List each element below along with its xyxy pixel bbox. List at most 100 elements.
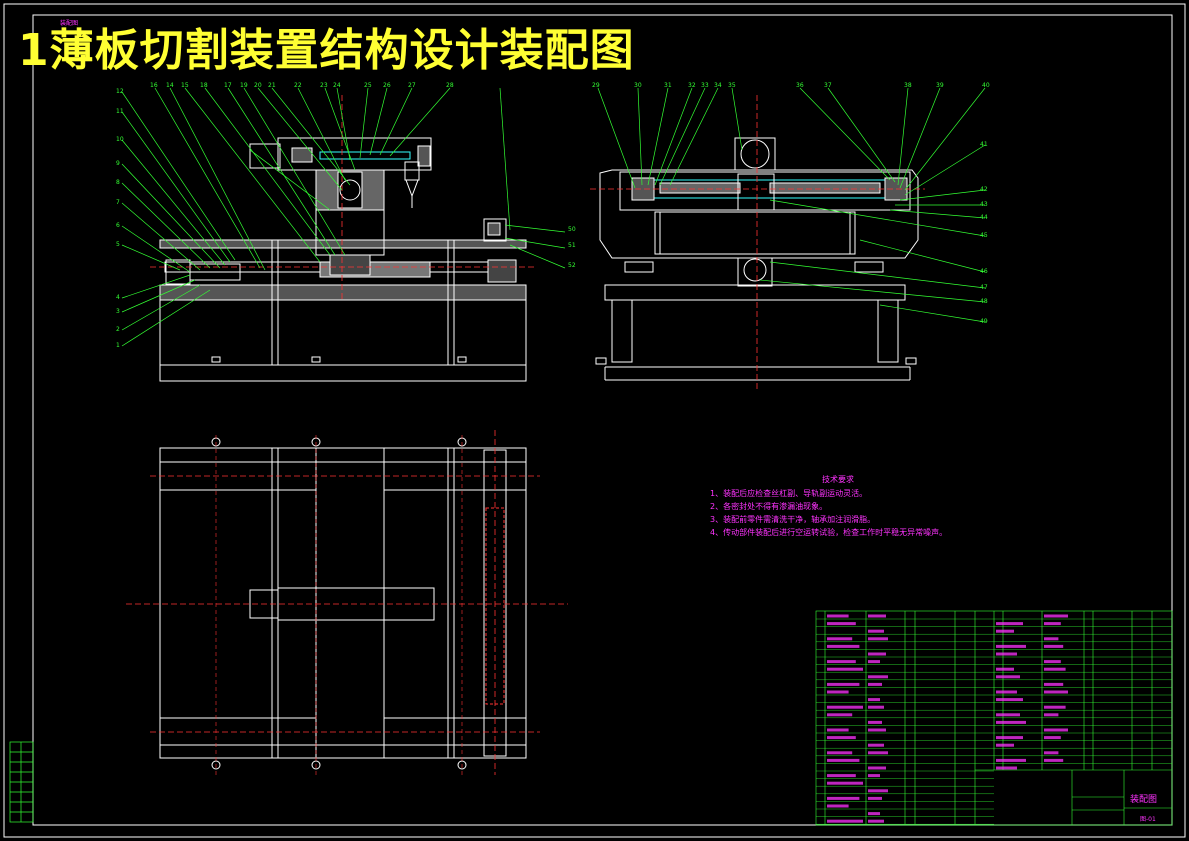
parts-cell-text [868,629,884,633]
callout-number: 5 [116,241,120,248]
callout-number: 44 [980,214,988,221]
callout-number: 15 [181,82,189,89]
parts-cell-text [827,781,863,785]
callout-number: 39 [936,82,944,89]
parts-cell-text [996,675,1020,679]
callout-number: 31 [664,82,672,89]
parts-cell-text [996,622,1023,626]
parts-cell-text [827,682,860,686]
parts-list-cells [827,614,1068,823]
parts-cell-text [868,766,886,770]
parts-cell-text [1044,690,1068,694]
callout-number: 8 [116,179,120,186]
parts-cell-text [868,652,886,656]
parts-cell-text [827,667,863,671]
callout-number: 10 [116,136,124,143]
callout-number: 14 [166,82,174,89]
title-block-name: 装配图 [1130,795,1158,805]
callout-number: 20 [254,82,262,89]
callout-number: 51 [568,242,576,249]
callout-number: 46 [980,268,988,275]
parts-cell-text [827,819,863,823]
callout-number: 1 [116,342,120,349]
parts-cell-text [827,637,853,641]
callout-number: 29 [592,82,600,89]
parts-cell-text [827,690,849,694]
parts-cell-text [1044,667,1066,671]
parts-cell-text [1044,705,1066,709]
callout-number: 3 [116,308,120,315]
callout-number: 23 [320,82,328,89]
parts-cell-text [827,796,860,800]
parts-cell-text [996,736,1023,740]
parts-cell-text [1044,682,1064,686]
parts-cell-text [868,774,880,778]
callout-number: 49 [980,318,988,325]
callout-number: 22 [294,82,302,89]
callout-number: 47 [980,284,988,291]
parts-cell-text [868,796,882,800]
parts-cell-text [868,675,888,679]
callout-number: 9 [116,160,120,167]
callout-number: 17 [224,82,232,89]
parts-cell-text [1044,736,1061,740]
parts-cell-text [1044,637,1059,641]
callout-number: 42 [980,186,988,193]
parts-cell-text [1044,660,1061,664]
parts-cell-text [827,751,853,755]
callout-number: 32 [688,82,696,89]
parts-cell-text [868,789,888,793]
parts-cell-text [1044,644,1064,648]
parts-cell-text [827,705,863,709]
parts-cell-text [868,660,880,664]
tech-requirement-line: 3、装配前零件需清洗干净，轴承加注润滑脂。 [710,515,876,524]
parts-cell-text [827,713,853,717]
callout-number: 16 [150,82,158,89]
parts-cell-text [868,751,888,755]
outer-frame [3,3,1186,838]
sheet-tag: 装配图 [60,20,79,27]
callout-number: 18 [200,82,208,89]
callout-number: 52 [568,262,576,269]
side-view [590,95,925,390]
parts-cell-text [827,644,860,648]
parts-cell-text [827,614,849,618]
callout-number: 45 [980,232,988,239]
parts-cell-text [868,720,882,724]
parts-cell-text [996,644,1026,648]
parts-cell-text [868,705,884,709]
parts-cell-text [1044,758,1064,762]
parts-cell-text [868,614,886,618]
parts-cell-text [868,819,884,823]
parts-cell-text [996,667,1014,671]
tech-requirement-line: 4、传动部件装配后进行空运转试验，检查工作时平稳无异常噪声。 [710,528,948,537]
parts-cell-text [996,652,1017,656]
parts-cell-text [1044,728,1068,732]
parts-cell-text [868,637,888,641]
parts-cell-text [996,766,1017,770]
parts-cell-text [1044,622,1061,626]
callout-number: 36 [796,82,804,89]
title-block-drawing-no: 图-01 [1140,816,1156,823]
tech-requirement-line: 1、装配后应检查丝杠副、导轨副运动灵活。 [710,489,868,498]
callout-number: 40 [982,82,990,89]
side-view-leaders [597,87,986,323]
callout-number: 48 [980,298,988,305]
drawing-title: 1薄板切割装置结构设计装配图 [18,25,635,76]
parts-cell-text [996,698,1023,702]
parts-cell-text [1044,614,1068,618]
binding-margin-table [9,741,34,823]
callout-number: 6 [116,222,120,229]
callout-number: 11 [116,108,124,115]
callout-number: 34 [714,82,722,89]
callout-number: 38 [904,82,912,89]
parts-cell-text [996,690,1017,694]
parts-cell-text [996,758,1026,762]
callout-number: 28 [446,82,454,89]
callout-number: 21 [268,82,276,89]
tech-requirement-line: 2、各密封处不得有渗漏油现象。 [710,502,828,511]
callout-number: 50 [568,226,576,233]
parts-cell-text [827,804,849,808]
parts-cell-text [827,728,849,732]
